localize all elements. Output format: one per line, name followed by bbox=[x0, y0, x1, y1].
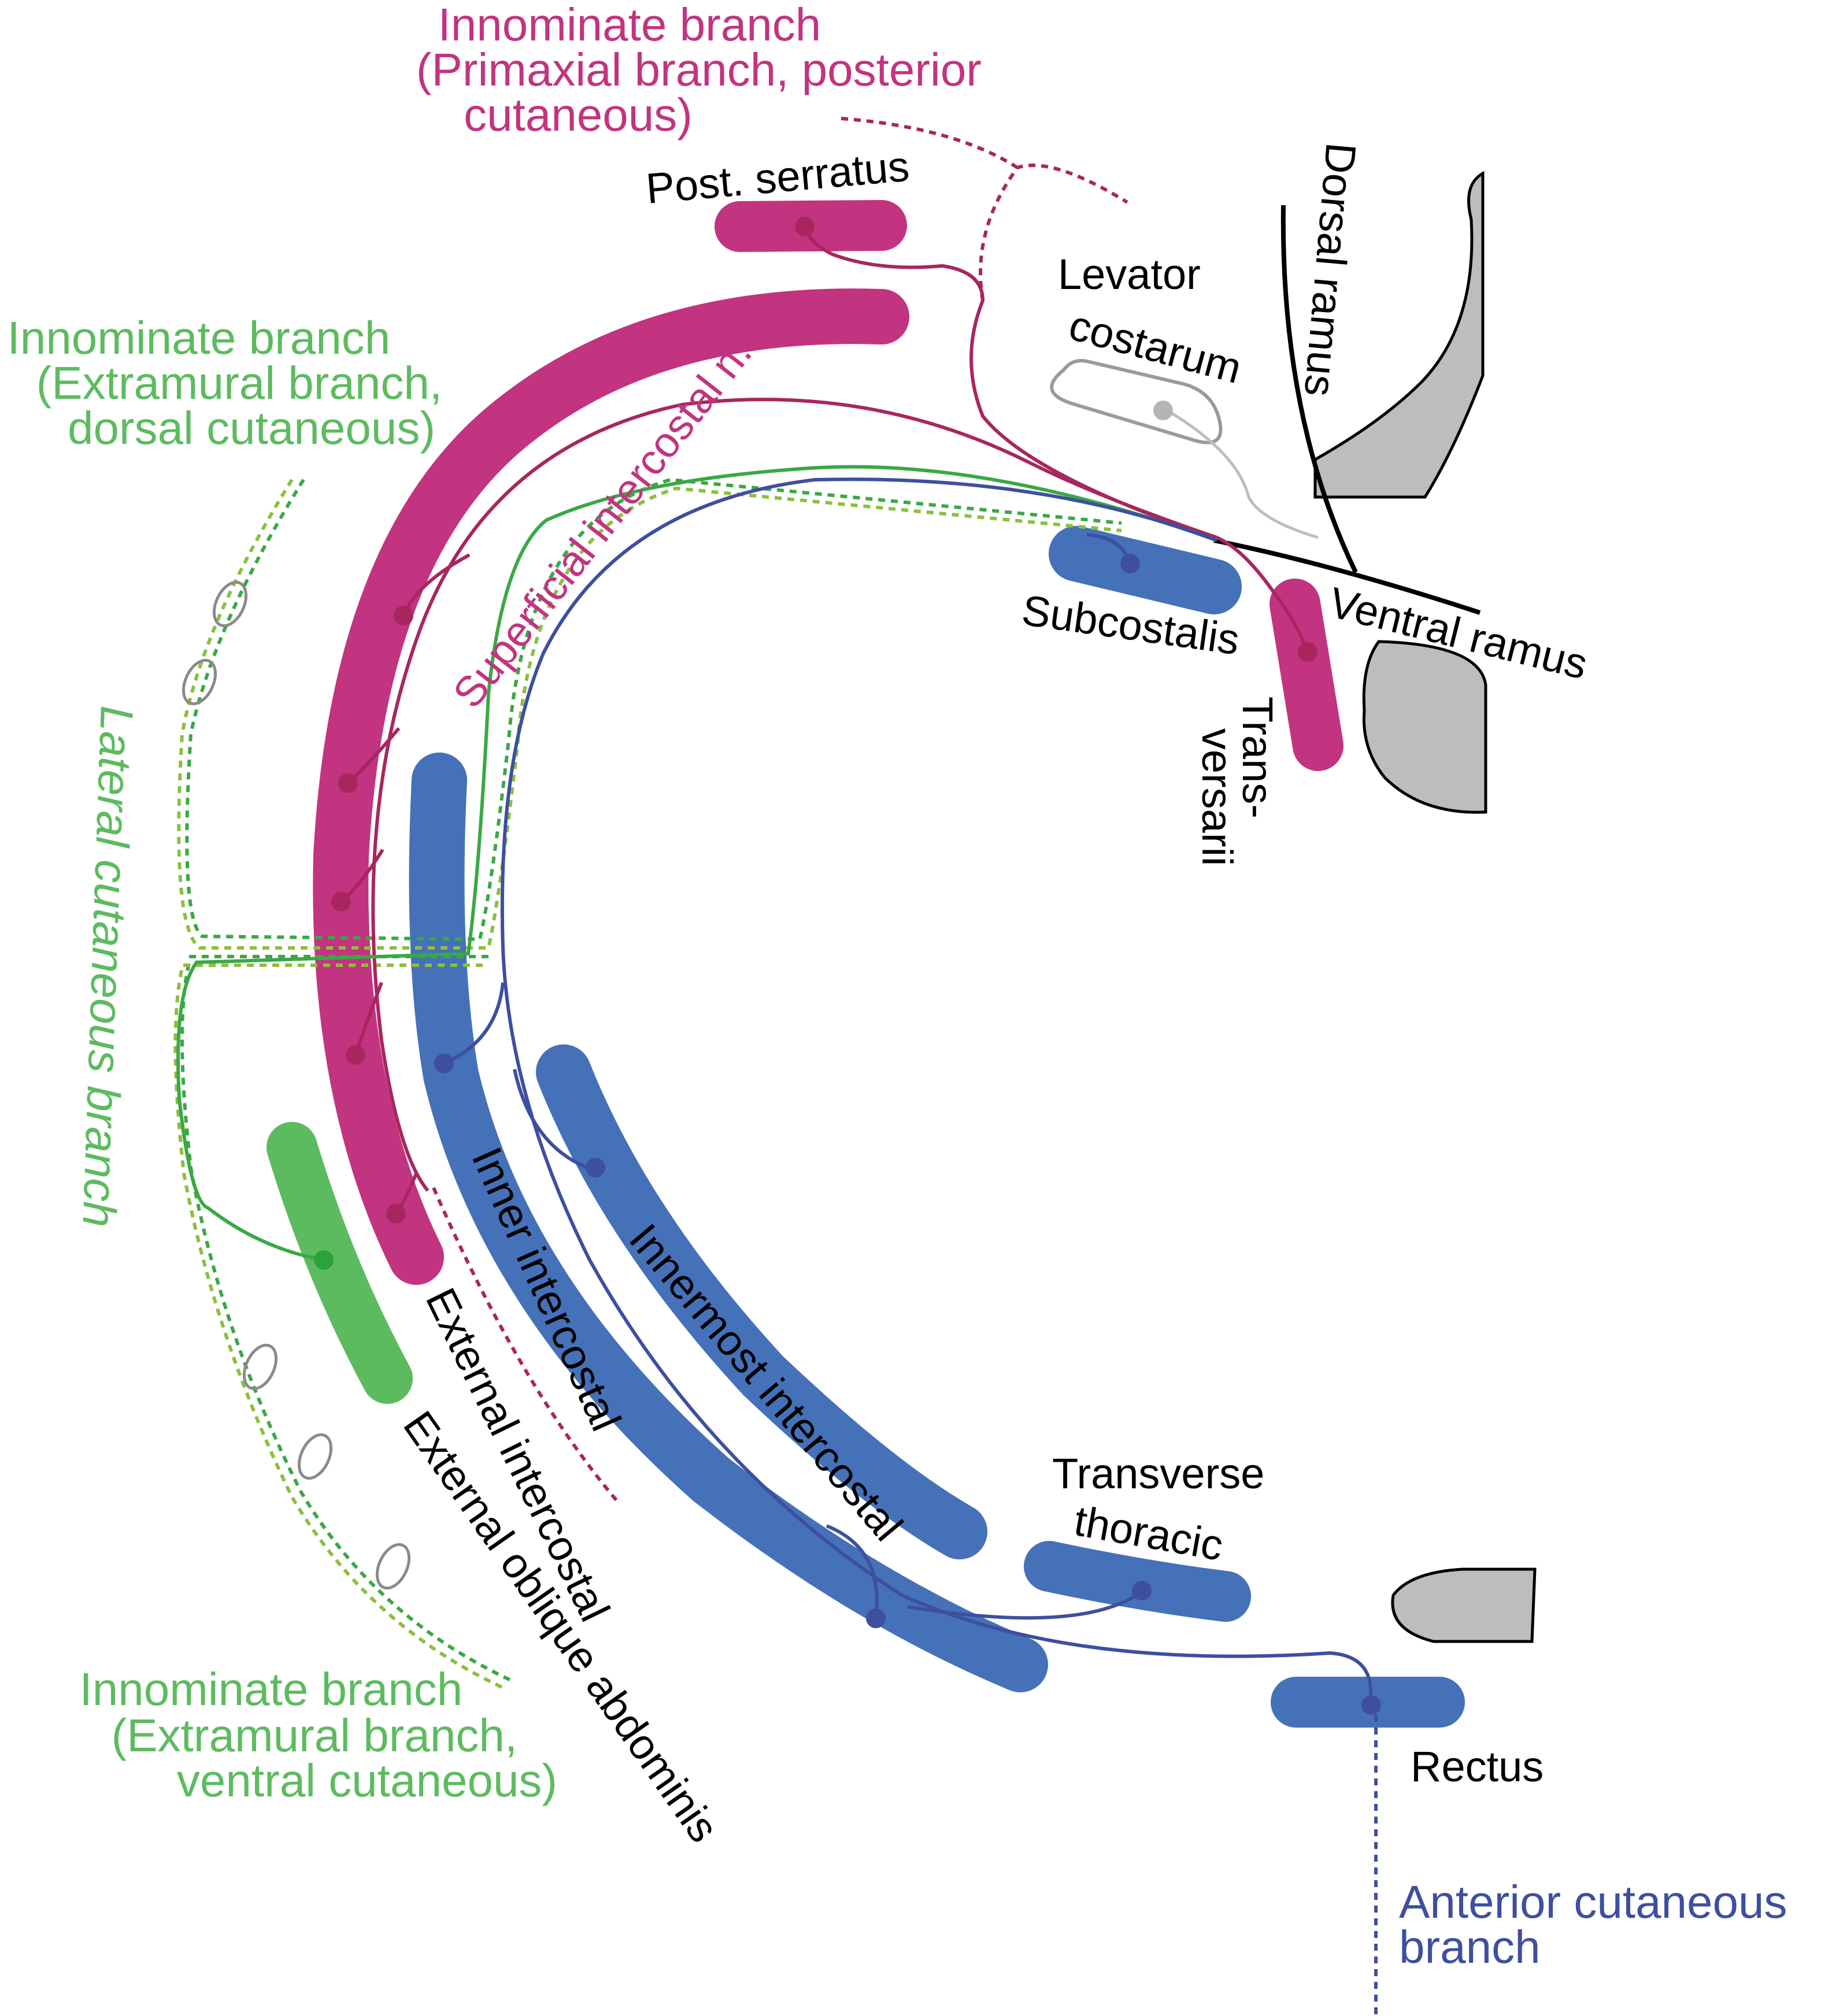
vertebra-bones bbox=[1313, 171, 1537, 1643]
lateral-cutaneous-label: Lateral cutaneous branch bbox=[73, 705, 143, 1228]
superficial-intercostal-nerve bbox=[371, 398, 1217, 1192]
cutaneous-dashed-branches bbox=[173, 117, 1378, 2016]
muscles bbox=[267, 200, 1465, 1728]
dorsal-cutaneous-dashed-lime bbox=[177, 479, 1122, 950]
post-serratus-nerve-branch bbox=[803, 226, 1206, 536]
endpoint-dot bbox=[386, 1204, 406, 1224]
deep-intercostal-nerve bbox=[500, 477, 1373, 1703]
rectus-label: Rectus bbox=[1411, 1743, 1544, 1791]
endpoint-dot bbox=[1153, 401, 1173, 420]
endpoint-dot bbox=[586, 1158, 605, 1177]
subcostalis-muscle bbox=[1049, 526, 1242, 614]
transverse-thoracic-label: Transverse bbox=[1052, 1450, 1264, 1498]
endpoint-dot bbox=[1298, 642, 1317, 662]
innermost-intercostal-nerve-branch bbox=[513, 1069, 596, 1172]
endpoint-dot bbox=[1120, 554, 1140, 573]
nerve-endpoints bbox=[314, 217, 1381, 1715]
endpoint-dot bbox=[346, 1045, 365, 1065]
innominate-primaxial-label: Innominate branch (Primaxial branch, pos… bbox=[416, 0, 994, 140]
transversarii-label: Trans- bbox=[1234, 696, 1282, 818]
marker-ellipse bbox=[212, 580, 248, 628]
dorsal-ramus-nerve bbox=[1280, 205, 1358, 573]
transversarii-muscle bbox=[1269, 579, 1343, 771]
levator-costarum-muscle bbox=[1050, 359, 1223, 444]
marker-ellipse bbox=[297, 1433, 333, 1480]
external-intercostal-muscle bbox=[313, 288, 909, 1285]
endpoint-dot bbox=[338, 773, 358, 793]
transverse-thoracic-nerve-branch bbox=[907, 1588, 1146, 1620]
inner-intercostal-lower-branch bbox=[826, 1524, 879, 1619]
anterior-cutaneous-label: Anterior cutaneous branch bbox=[1399, 1876, 1800, 1973]
cutaneous-markers bbox=[182, 580, 411, 1590]
endpoint-dot bbox=[795, 217, 815, 236]
endpoint-dot bbox=[434, 1054, 454, 1073]
endpoint-dot bbox=[394, 606, 413, 625]
external-oblique-muscle bbox=[267, 1122, 413, 1404]
endpoint-dot bbox=[866, 1609, 886, 1628]
vertebral-body-bone bbox=[1362, 640, 1487, 814]
inner-intercostal-muscle bbox=[409, 753, 1048, 1692]
levator-costarum-nerve bbox=[1161, 406, 1319, 539]
innominate-ventral-label: Innominate branch (Extramural branch, ve… bbox=[80, 1663, 558, 1806]
labels: Innominate branch (Primaxial branch, pos… bbox=[8, 0, 1800, 1973]
marker-ellipse bbox=[182, 658, 217, 706]
external-intercostal-dashed-branch bbox=[432, 1187, 620, 1504]
endpoint-dot bbox=[331, 892, 351, 911]
innominate-dorsal-label: Innominate branch (Extramural branch, do… bbox=[8, 312, 456, 454]
transversarii-nerve-branch bbox=[1216, 536, 1309, 653]
endpoint-dot bbox=[1132, 1581, 1152, 1600]
ventral-ramus-nerve bbox=[1213, 538, 1481, 615]
vertebral-spine-bone bbox=[1313, 171, 1485, 499]
levator-costarum-label: Levator bbox=[1058, 250, 1201, 298]
nerves bbox=[176, 205, 1481, 1703]
primaxial-posterior-branch-top bbox=[841, 117, 1019, 169]
endpoint-dot bbox=[314, 1250, 334, 1270]
dorsal-cutaneous-dashed-green bbox=[185, 477, 1122, 942]
dorsal-ramus-label: Dorsal ramus bbox=[1296, 141, 1365, 399]
sternum-bone bbox=[1391, 1567, 1537, 1643]
inner-intercostal-nerve-branch bbox=[443, 982, 505, 1065]
transversarii-label-line2: versarii bbox=[1193, 728, 1241, 866]
lateral-cutaneous-nerve bbox=[176, 465, 1218, 1262]
marker-ellipse bbox=[242, 1343, 278, 1391]
innermost-intercostal-muscle bbox=[536, 1044, 987, 1559]
marker-ellipse bbox=[375, 1543, 411, 1590]
ventral-cutaneous-dashed-lime bbox=[173, 963, 504, 1689]
ventral-cutaneous-dashed-green bbox=[180, 955, 516, 1684]
endpoint-dot bbox=[1361, 1695, 1381, 1715]
